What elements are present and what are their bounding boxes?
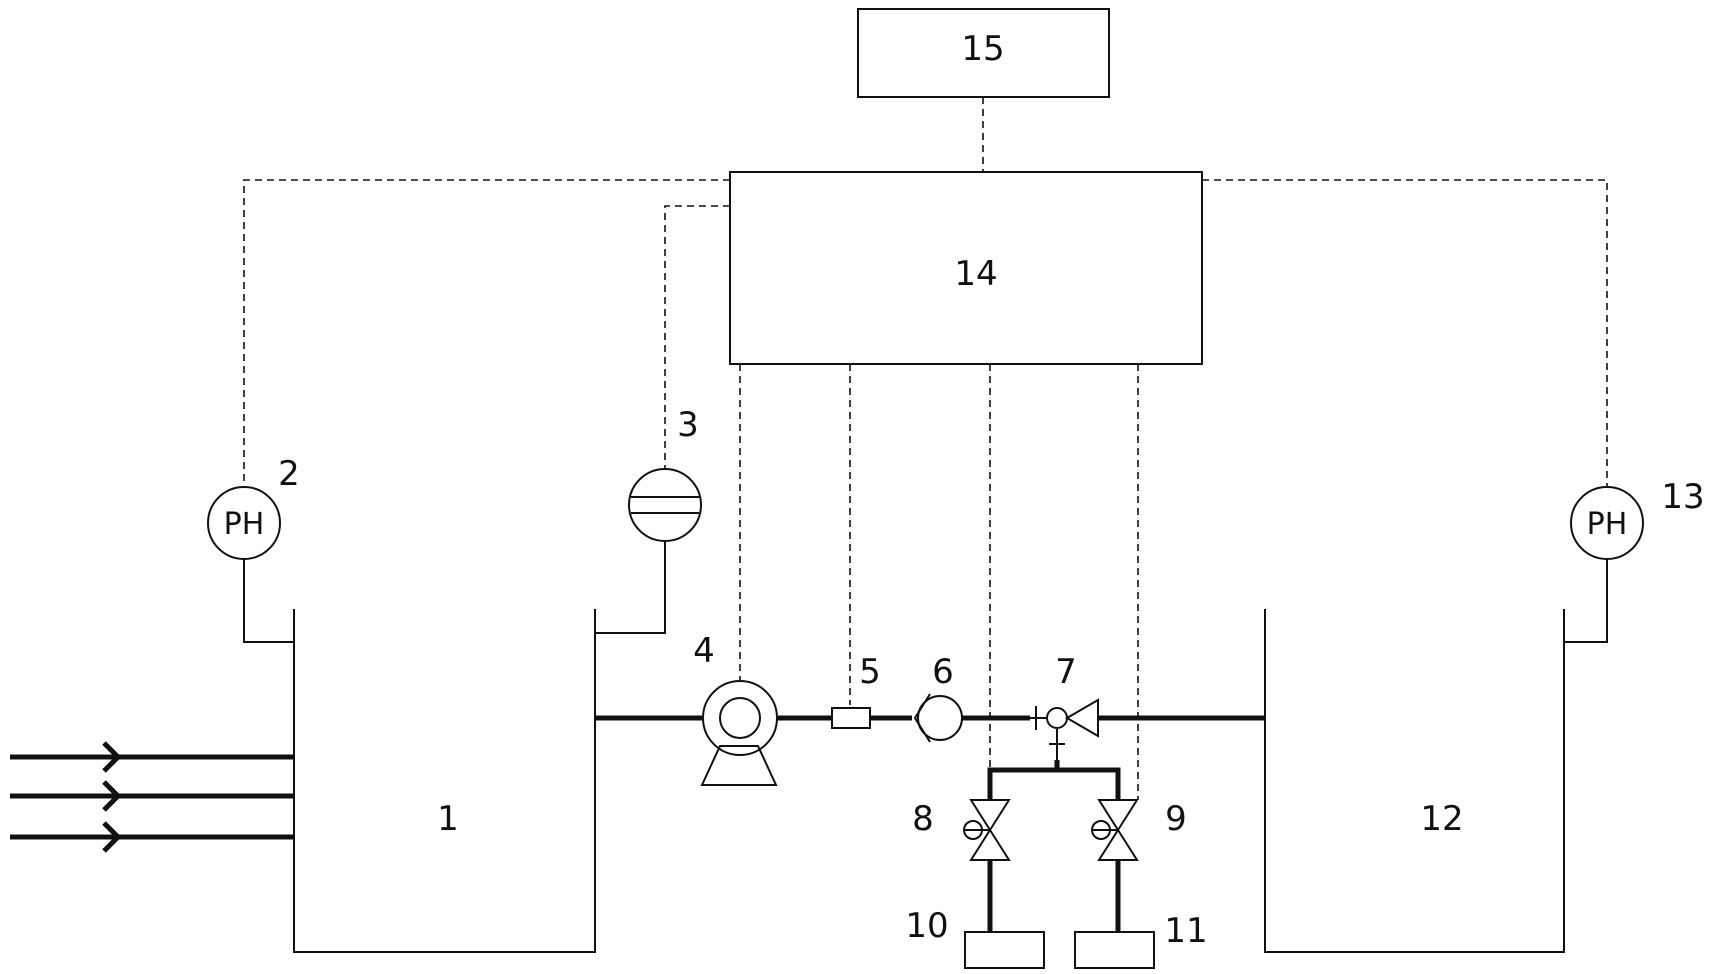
ejector-label: 7 xyxy=(1055,652,1077,692)
ph-sensor-left-probe xyxy=(243,559,294,643)
signal-line-ph-right xyxy=(1202,179,1608,488)
level-sensor xyxy=(628,468,702,542)
computer-label: 15 xyxy=(961,29,1004,69)
ph-sensor-right-probe xyxy=(1564,559,1608,643)
solenoid-valve-right xyxy=(1091,799,1139,861)
level-sensor-probe xyxy=(595,541,666,634)
ejector xyxy=(1030,698,1099,760)
ph-sensor-left-text: PH xyxy=(224,507,265,542)
valve-right-label: 9 xyxy=(1165,799,1187,839)
reservoir-left xyxy=(964,931,1045,969)
tank-left-label: 1 xyxy=(437,799,459,839)
solenoid-valve-left xyxy=(963,799,1011,861)
reservoir-left-label: 10 xyxy=(905,906,948,946)
inflow-arrows xyxy=(10,741,294,853)
signal-line-ph-left xyxy=(243,179,730,488)
controller-label: 14 xyxy=(954,254,997,294)
ph-sensor-right-text: PH xyxy=(1587,507,1628,542)
ph-sensor-right-label: 13 xyxy=(1661,477,1704,517)
reservoir-right-label: 11 xyxy=(1164,911,1207,951)
pump xyxy=(700,680,778,786)
flowmeter-label: 5 xyxy=(859,652,881,692)
valve-left-label: 8 xyxy=(912,799,934,839)
pump-label: 4 xyxy=(693,631,715,671)
computer-box xyxy=(857,8,1110,98)
check-valve xyxy=(913,693,963,743)
level-sensor-label: 3 xyxy=(677,405,699,445)
controller-box xyxy=(729,171,1203,365)
tank-left xyxy=(293,609,596,953)
signal-line-level xyxy=(664,205,730,470)
branch-pipe xyxy=(987,767,1121,800)
check-valve-label: 6 xyxy=(932,652,954,692)
tank-right xyxy=(1264,609,1565,953)
flowmeter xyxy=(831,707,871,729)
tank-right-label: 12 xyxy=(1420,799,1463,839)
reservoir-right xyxy=(1074,931,1155,969)
ph-sensor-left-label: 2 xyxy=(278,454,300,494)
